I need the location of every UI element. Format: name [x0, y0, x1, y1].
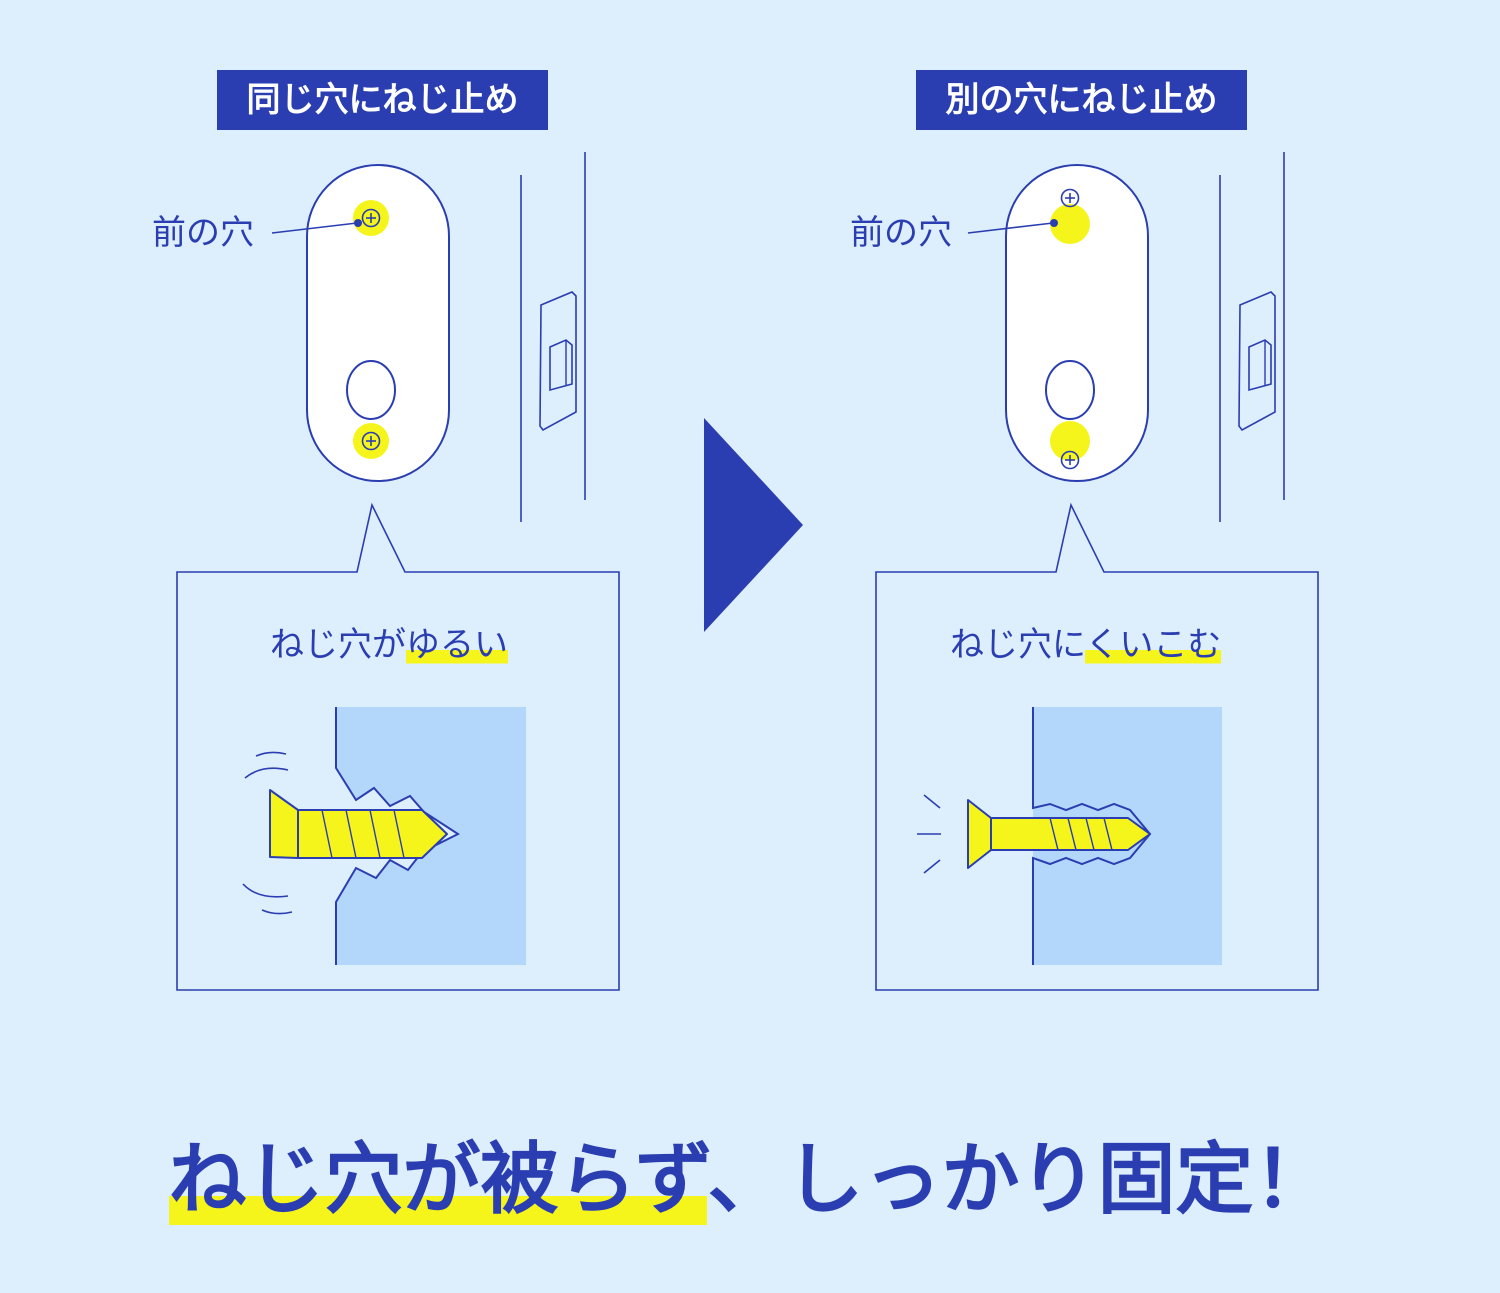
- left-door-frame: [520, 152, 586, 522]
- left-previous-hole-label: 前の穴: [152, 213, 254, 253]
- left-strike-plate: [271, 164, 450, 482]
- left-title-tag: 同じ穴にねじ止め: [217, 70, 548, 130]
- headline-highlight: ねじ穴が被らず: [168, 1135, 708, 1225]
- headline-rest: 、しっかり固定！: [707, 1135, 1332, 1225]
- right-door-frame: [1219, 152, 1285, 522]
- arrow-right-icon: [704, 418, 803, 632]
- right-zoom-callout: [875, 502, 1319, 991]
- left-caption-highlight: ゆるい: [406, 625, 508, 665]
- headline: ねじ穴が被らず、しっかり固定！: [0, 1130, 1500, 1230]
- right-strike-plate: [967, 164, 1149, 482]
- right-caption-highlight: くいこむ: [1085, 625, 1222, 665]
- left-caption-text: ねじ穴が: [270, 625, 406, 665]
- left-loose-screw-illustration: [242, 707, 526, 965]
- right-tight-screw-illustration: [917, 707, 1222, 965]
- left-caption: ねじ穴がゆるい: [270, 625, 508, 665]
- right-title-tag: 別の穴にねじ止め: [916, 70, 1247, 130]
- right-previous-hole-label: 前の穴: [850, 213, 952, 253]
- left-zoom-callout: [176, 502, 620, 991]
- right-caption: ねじ穴にくいこむ: [950, 625, 1222, 665]
- right-caption-text: ねじ穴に: [950, 625, 1086, 665]
